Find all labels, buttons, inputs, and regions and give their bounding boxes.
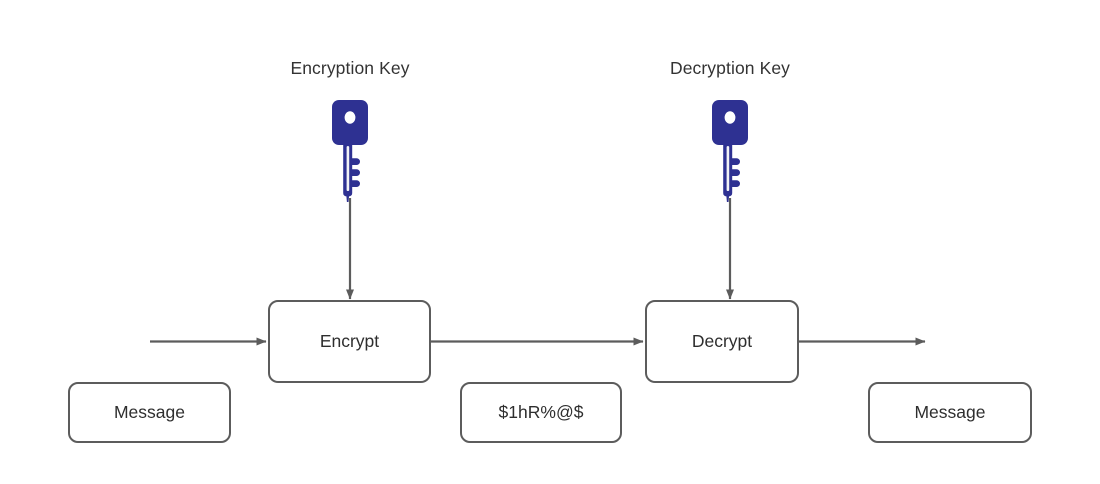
ciphertext-node[interactable]: $1hR%@$	[460, 382, 622, 443]
decrypt-node-label: Decrypt	[691, 331, 753, 351]
encryption-key-label: Encryption Key	[290, 58, 410, 78]
decryption-key-icon	[712, 100, 748, 202]
message-output-label: Message	[914, 402, 986, 422]
encrypt-node[interactable]: Encrypt	[268, 300, 431, 383]
decryption-key-label: Decryption Key	[669, 58, 791, 78]
encrypt-node-label: Encrypt	[319, 331, 380, 351]
ciphertext-label: $1hR%@$	[498, 402, 584, 422]
message-output-node[interactable]: Message	[868, 382, 1032, 443]
message-input-label: Message	[113, 402, 185, 422]
message-input-node[interactable]: Message	[68, 382, 231, 443]
encryption-key-icon	[332, 100, 368, 202]
decrypt-node[interactable]: Decrypt	[645, 300, 799, 383]
